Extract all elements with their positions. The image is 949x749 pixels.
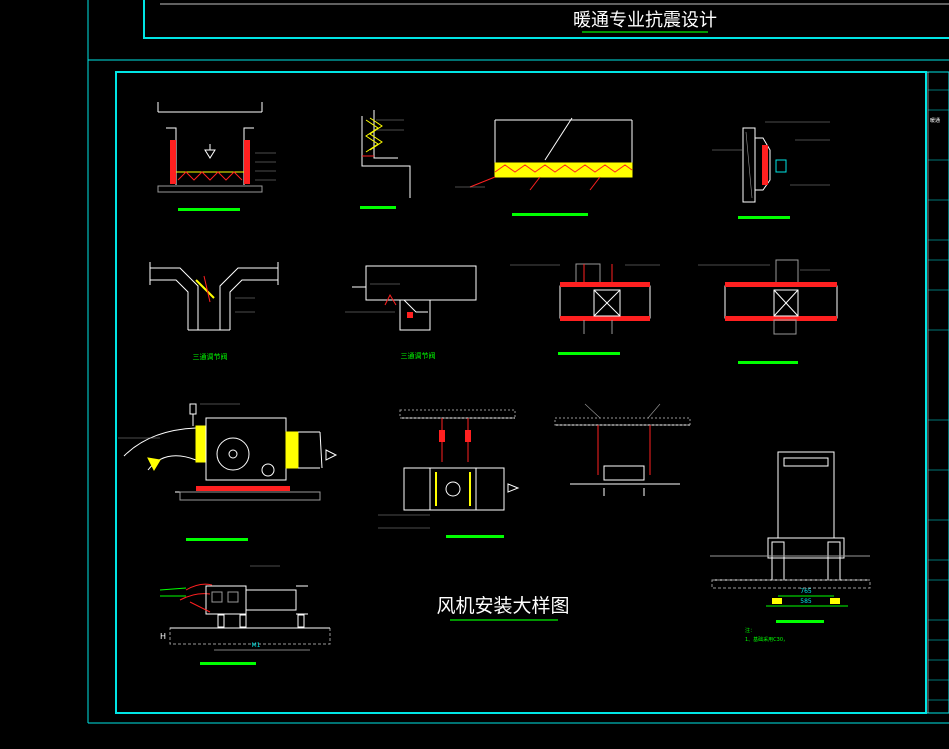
detail-2-caption-mark (360, 206, 396, 209)
foundation-dim-1: 765 (800, 588, 812, 595)
detail-1-caption-mark (178, 208, 240, 211)
detail-8 (698, 259, 838, 335)
detail-7 (510, 263, 660, 334)
detail-9 (118, 403, 338, 501)
detail-10-caption-mark (446, 535, 504, 538)
detail-13-caption-mark (776, 620, 824, 623)
foundation-note-title: 注： (745, 627, 755, 634)
title-block: 暖通 (925, 71, 949, 714)
foundation-note-line: 1、基础采用C30， (745, 636, 788, 643)
detail-1 (157, 102, 276, 193)
header-title: 暖通专业抗震设计 (573, 10, 717, 31)
detail-2 (361, 110, 411, 198)
detail-12-caption-mark (200, 662, 256, 665)
detail-13 (710, 451, 871, 607)
detail-3 (455, 117, 633, 191)
detail-6 (345, 265, 477, 331)
header-frame (143, 0, 949, 39)
detail-6-caption: 三通调节阀 (401, 351, 436, 360)
detail-12-m1-mark: M1 (252, 642, 261, 649)
detail-12-height-mark: H (160, 632, 166, 641)
detail-9-caption-mark (186, 538, 248, 541)
sheet-title: 风机安装大样图 (436, 595, 569, 617)
foundation-dim-2: 585 (800, 598, 812, 605)
detail-4-caption-mark (738, 216, 790, 219)
detail-7-caption-mark (558, 352, 620, 355)
detail-11 (554, 403, 691, 496)
title-block-text: 暖通 (930, 117, 940, 124)
detail-3-caption-mark (512, 213, 588, 216)
detail-8-caption-mark (738, 361, 798, 364)
detail-4 (712, 121, 830, 203)
detail-12 (159, 565, 331, 651)
detail-5-caption: 三通调节阀 (193, 352, 228, 361)
detail-10 (378, 409, 520, 529)
detail-5 (149, 262, 279, 331)
